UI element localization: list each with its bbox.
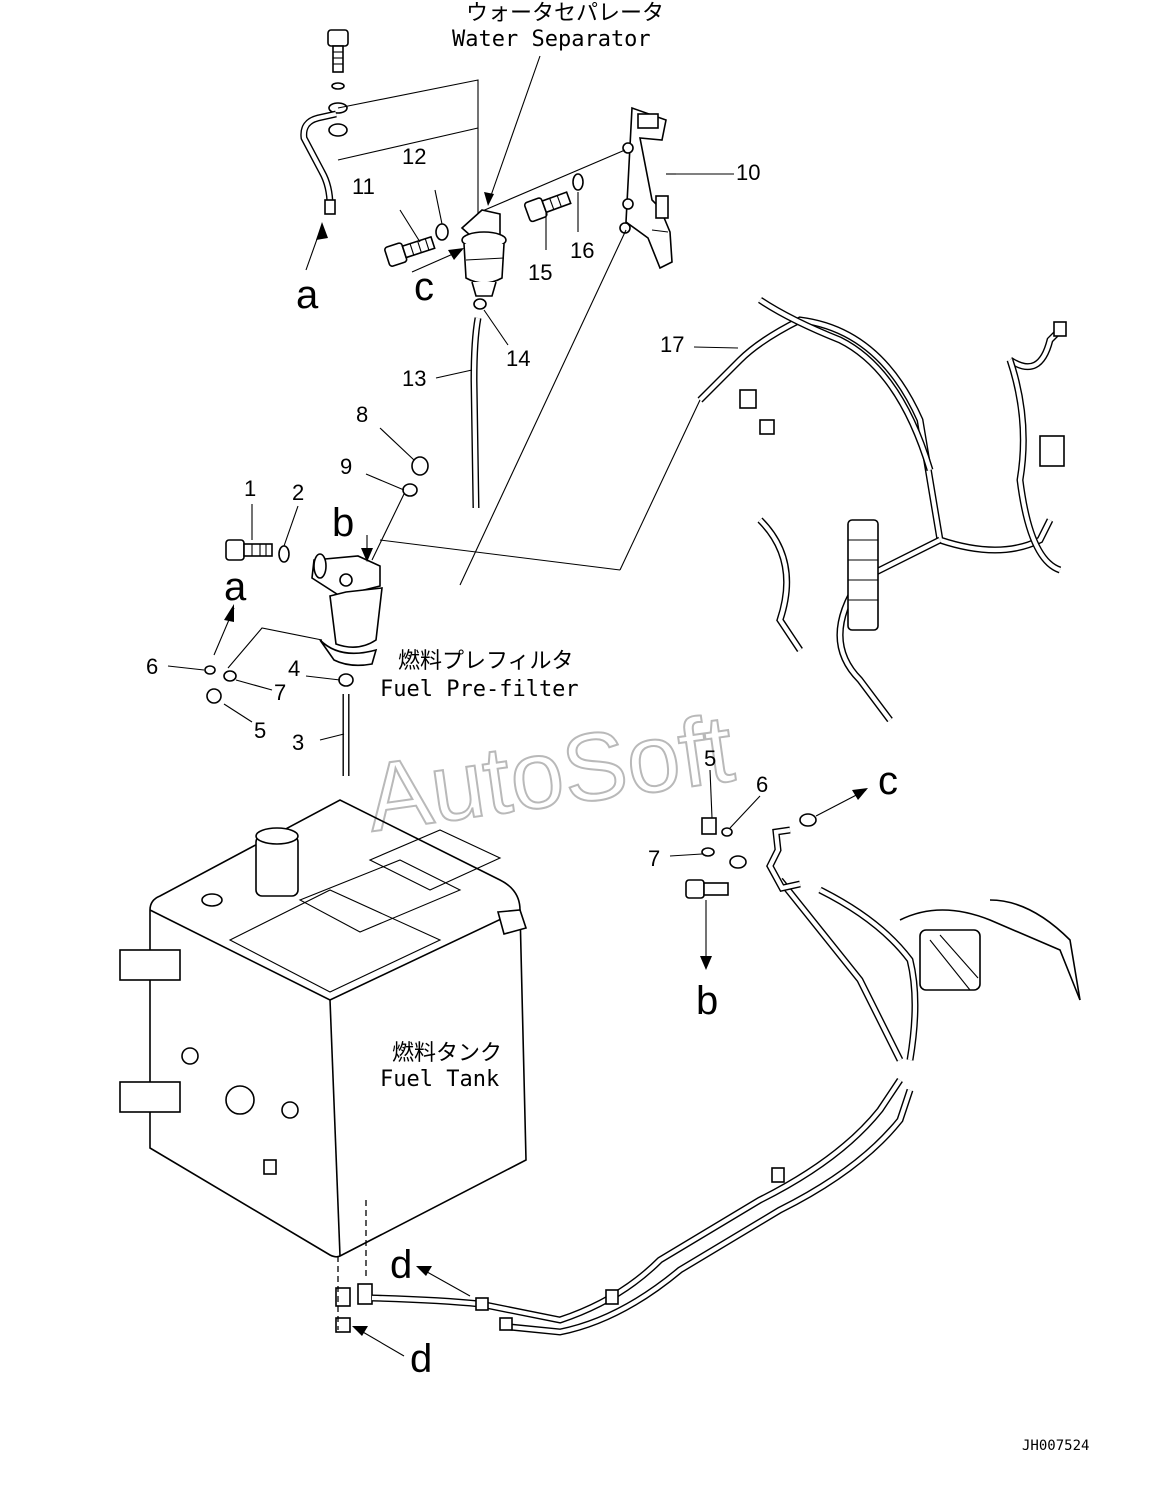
connection-letter-c-top: c [414, 265, 434, 309]
watermark-text: AutoSoft [360, 695, 740, 852]
part-number-6-prefilter: 6 [146, 654, 158, 679]
connection-letter-b-low: b [696, 979, 718, 1023]
bolt-lower [685, 879, 729, 899]
water-separator-caption-en: Water Separator [452, 27, 651, 52]
part-number-14: 14 [506, 346, 530, 371]
part-number-6-line: 6 [756, 772, 768, 797]
part-number-13: 13 [402, 366, 426, 391]
leader-lines [167, 55, 868, 1357]
lower-fuel-lines [371, 813, 1081, 1336]
fuel-tank-caption-en: Fuel Tank [380, 1067, 499, 1092]
fuel-prefilter-group [204, 399, 701, 776]
captions: ウォータセパレータ Water Separator 燃料プレフィルタ Fuel … [380, 1, 664, 1092]
water-separator [460, 209, 507, 297]
bolt-15 [523, 191, 572, 223]
watermark: AutoSoft [359, 694, 741, 853]
water-separator-caption-jp: ウォータセパレータ [466, 1, 664, 26]
part-number-8: 8 [356, 402, 368, 427]
fuel-tank-caption-jp: 燃料タンク [392, 1041, 502, 1066]
part-number-7-line: 7 [648, 846, 660, 871]
bolt-11 [384, 235, 436, 267]
wire-harness-17 [697, 297, 1067, 723]
part-number-labels: 1 2 3 4 5 5 6 6 7 7 8 9 10 11 12 13 14 1… [146, 144, 768, 871]
connection-letter-d-lower: d [410, 1337, 432, 1381]
part-number-11: 11 [352, 174, 375, 199]
part-number-1: 1 [244, 476, 256, 501]
connection-letter-a-mid: a [224, 565, 247, 609]
connection-letter-d-upper: d [390, 1243, 412, 1287]
part-number-5-prefilter: 5 [254, 718, 266, 743]
fuel-prefilter-caption-en: Fuel Pre-filter [380, 677, 579, 702]
part-number-4: 4 [288, 656, 300, 681]
water-separator-group [300, 29, 673, 586]
drawing-code: JH007524 [1022, 1438, 1089, 1454]
part-number-12: 12 [402, 144, 426, 169]
connection-letter-c-right: c [878, 759, 898, 803]
bracket-10 [619, 106, 673, 270]
connection-letters: a a b b c c d d [224, 265, 898, 1381]
fuel-prefilter-caption-jp: 燃料プレフィルタ [398, 649, 574, 674]
part-number-9: 9 [340, 454, 352, 479]
bolt-1 [225, 539, 273, 561]
top-bolt [327, 29, 349, 137]
part-number-7-prefilter: 7 [274, 680, 286, 705]
part-number-15: 15 [528, 260, 552, 285]
connection-letter-a-top: a [296, 273, 319, 317]
part-number-2: 2 [292, 480, 304, 505]
part-number-3: 3 [292, 730, 304, 755]
connection-letter-b-mid: b [332, 501, 354, 545]
fuel-tank [119, 799, 528, 1333]
part-number-5-line: 5 [704, 746, 716, 771]
part-number-17: 17 [660, 332, 684, 357]
part-number-10: 10 [736, 160, 760, 185]
part-number-16: 16 [570, 238, 594, 263]
